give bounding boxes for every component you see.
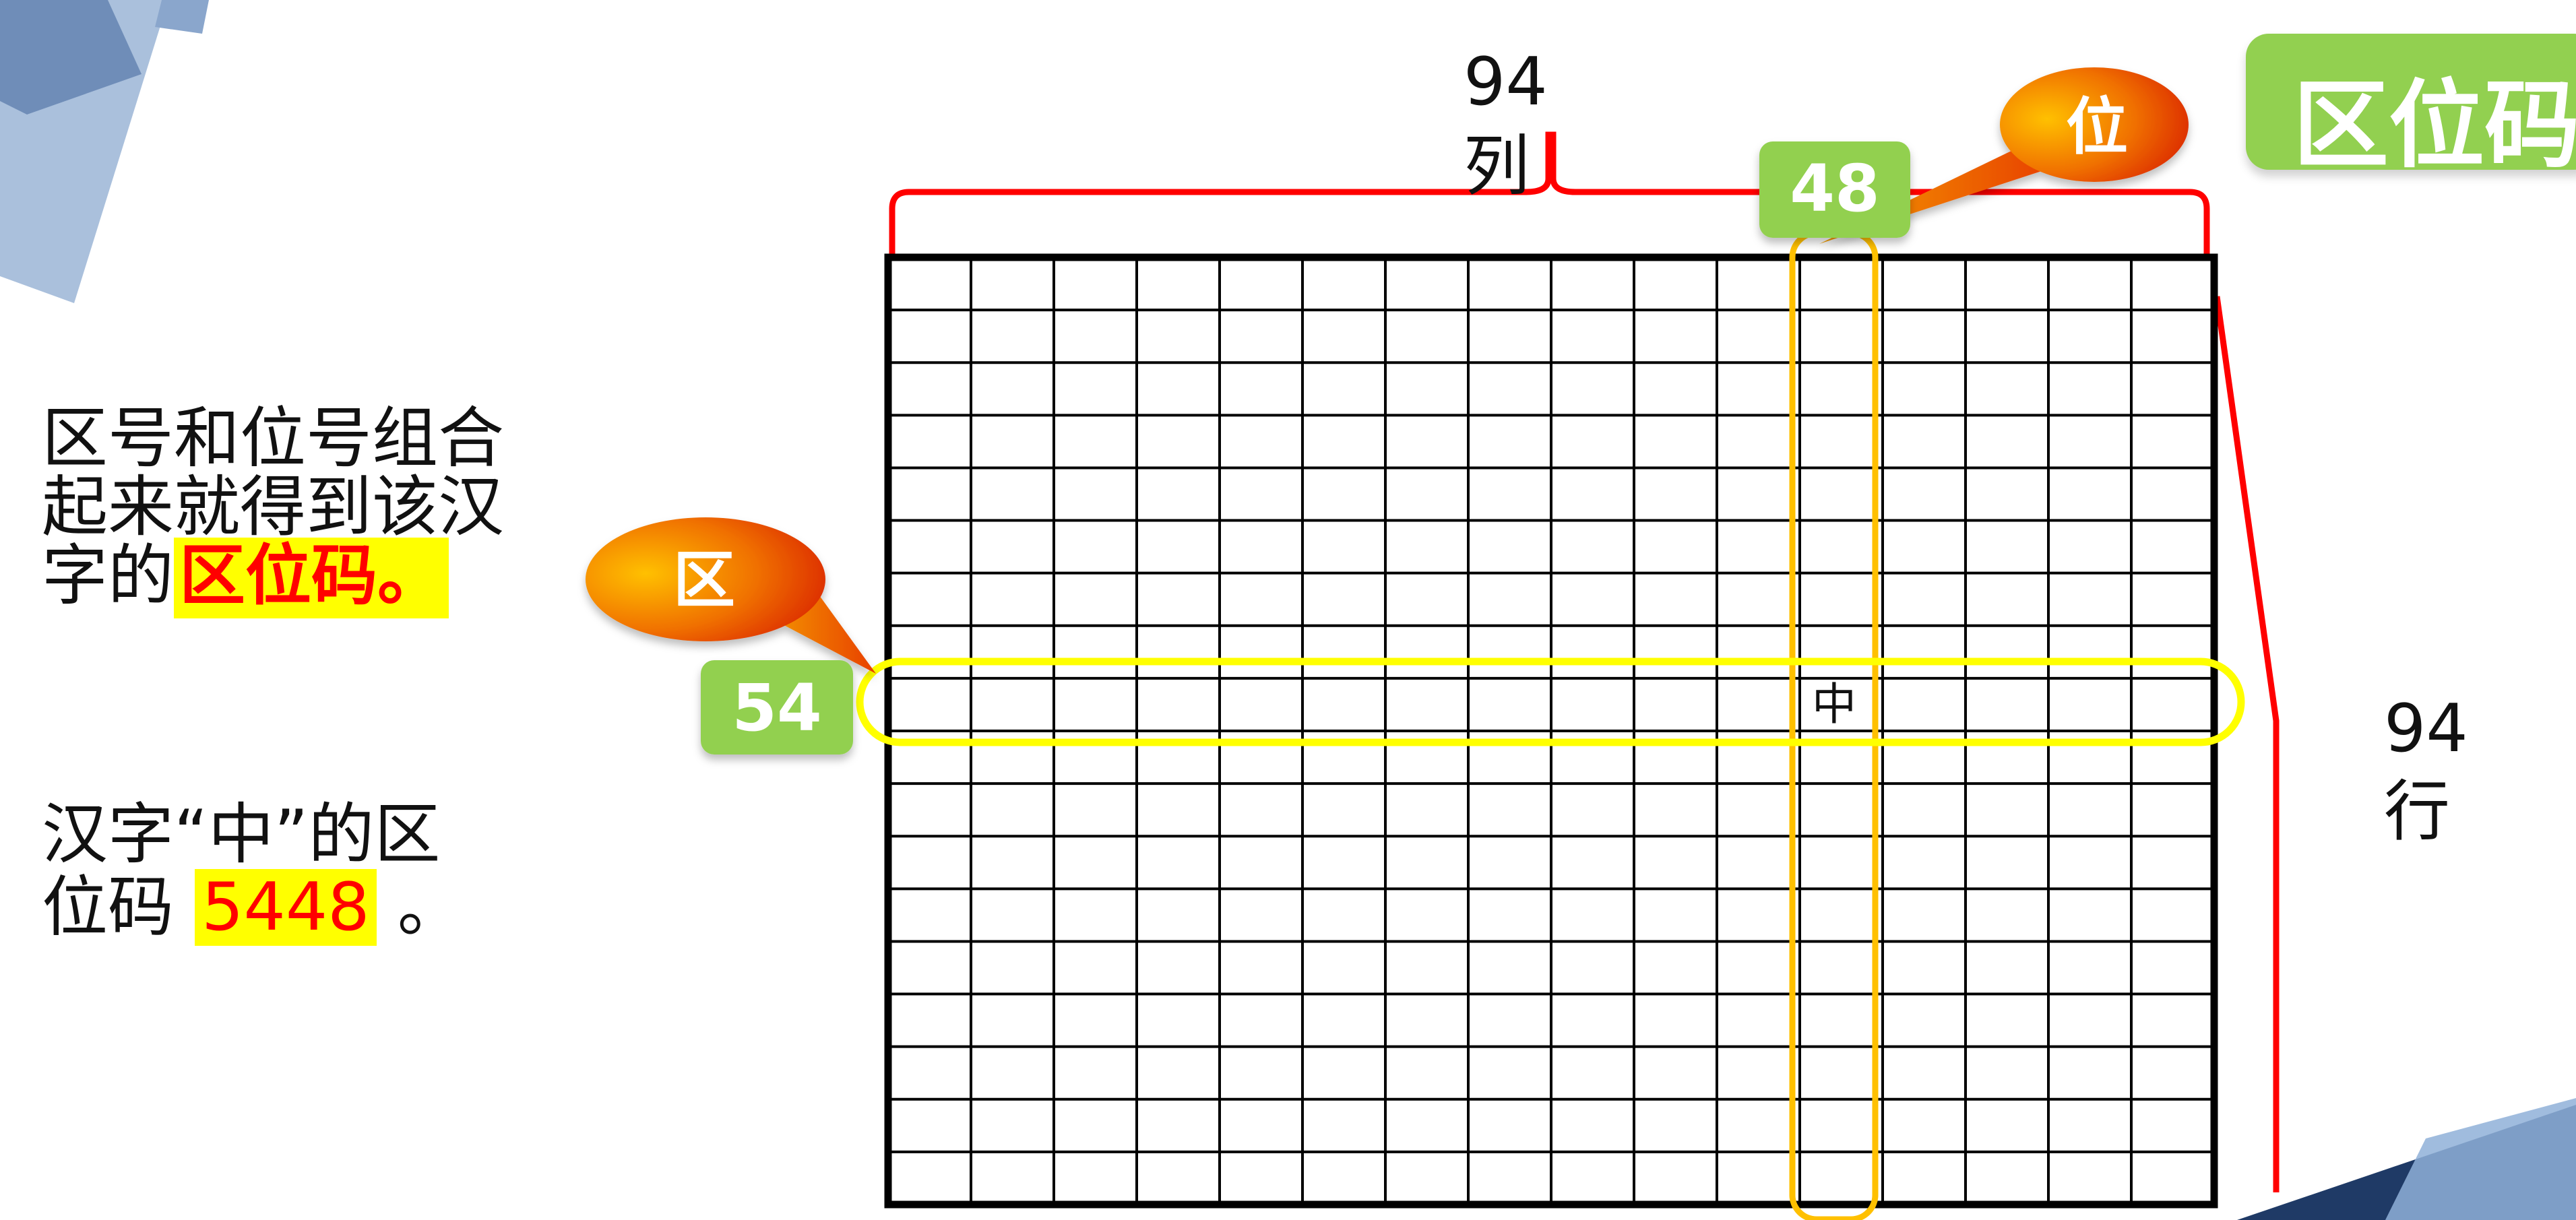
example-line-1: 汉字“中”的区	[42, 796, 441, 873]
columns-unit: 列	[1464, 128, 1530, 205]
column-callout-label: 位	[2066, 91, 2128, 163]
rows-count: 94	[2384, 691, 2468, 767]
row-highlight	[856, 657, 2245, 746]
description-line-3-prefix: 字的	[42, 538, 175, 614]
row-number: 54	[732, 670, 822, 746]
columns-brace	[889, 131, 2210, 255]
title-badge: 区位码	[2246, 34, 2576, 181]
row-callout: 区	[586, 517, 876, 674]
character-grid	[884, 253, 2218, 1209]
columns-count: 94	[1464, 44, 1548, 121]
description-text: 区号和位号组合 起来就得到该汉 字的区位码。	[42, 400, 554, 618]
row-number-badge-bg	[701, 660, 853, 755]
corner-shard-top-left-dark	[0, 0, 142, 115]
example-text: 汉字“中”的区 位码 5448 。	[42, 796, 554, 946]
row-callout-label: 区	[673, 544, 735, 616]
column-number-badge: 48	[1759, 141, 1910, 238]
highlighted-character: 中	[1812, 678, 1856, 730]
column-callout-bubble	[2000, 67, 2189, 182]
row-callout-bubble	[586, 517, 825, 641]
corner-shard-bottom-right-light	[2385, 1098, 2576, 1220]
example-line-2: 位码 5448 。	[42, 869, 554, 946]
description-line-3: 字的区位码。	[42, 538, 554, 618]
example-line-2-suffix: 。	[397, 869, 464, 946]
grid-lines	[888, 257, 2214, 1205]
column-number: 48	[1790, 151, 1880, 226]
corner-shard-top-left-strip	[155, 0, 209, 34]
description-line-1: 区号和位号组合	[42, 400, 505, 477]
page-title: 区位码	[2293, 70, 2576, 181]
rows-unit: 行	[2384, 773, 2450, 850]
highlighted-term: 区位码。	[174, 538, 449, 618]
rows-brace	[2213, 296, 2280, 1192]
description-line-2: 起来就得到该汉	[42, 469, 505, 546]
column-number-badge-bg	[1759, 141, 1910, 238]
row-number-badge: 54	[701, 660, 853, 755]
example-line-2-prefix: 位码	[42, 869, 175, 946]
example-code: 5448	[195, 869, 377, 946]
